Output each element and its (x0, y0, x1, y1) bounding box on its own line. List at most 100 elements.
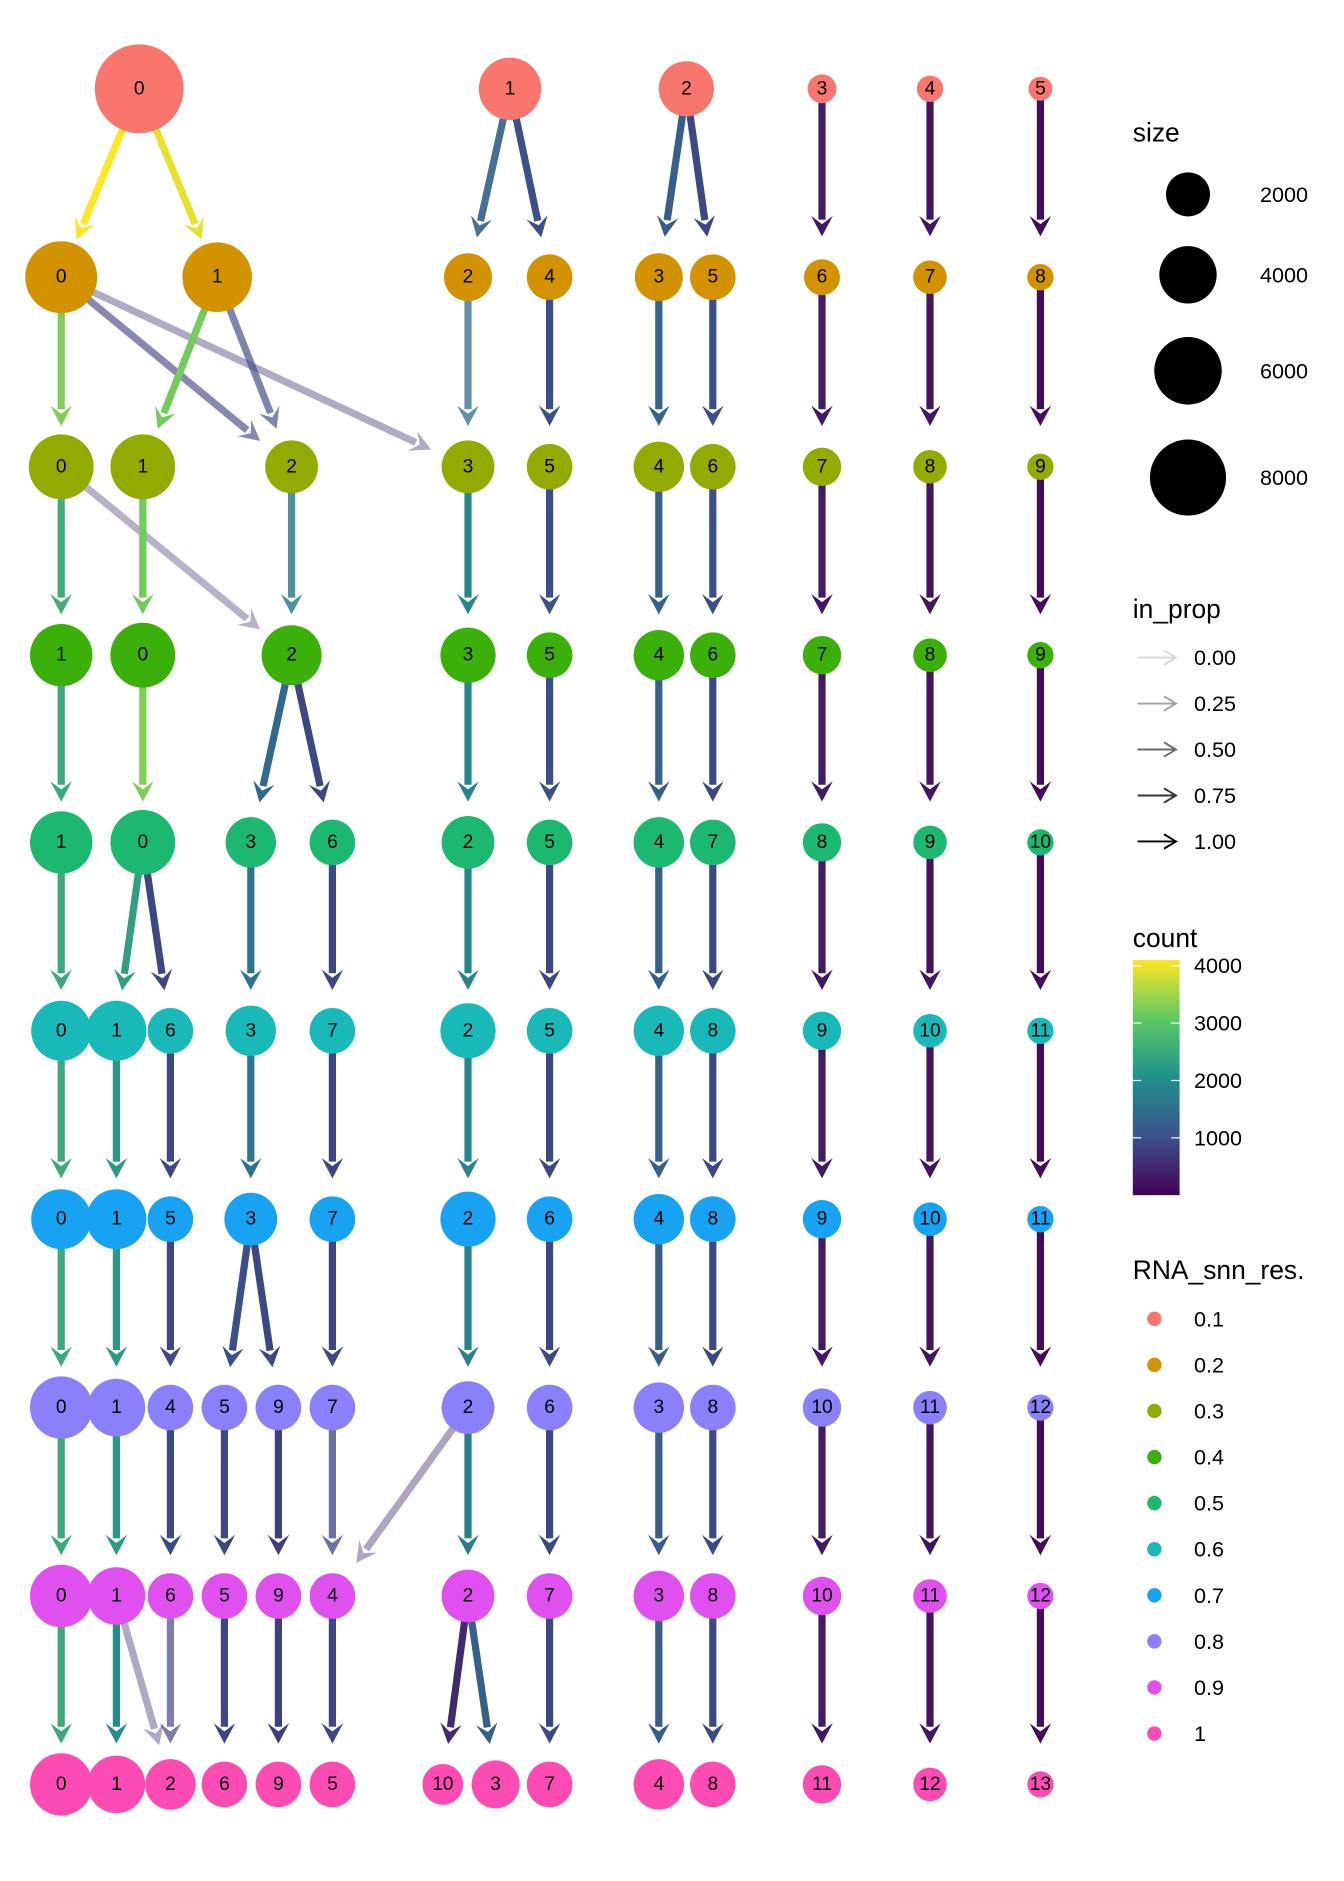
node-label: 1 (212, 267, 223, 288)
cluster-node: 1 (86, 1000, 147, 1061)
node-label: 5 (219, 1397, 230, 1418)
node-label: 9 (1035, 645, 1046, 666)
cluster-node: 9 (802, 1011, 842, 1050)
node-label: 3 (653, 1586, 664, 1607)
size-key-circle (1159, 246, 1217, 304)
cluster-node: 1 (87, 1378, 146, 1437)
node-label: 4 (653, 645, 664, 666)
count-tick-label: 1000 (1194, 1125, 1242, 1150)
cluster-node: 8 (689, 1007, 736, 1054)
node-label: 7 (925, 267, 936, 288)
node-label: 9 (925, 832, 936, 853)
node-label: 2 (463, 832, 474, 853)
node-label: 3 (817, 78, 828, 99)
cluster-node: 0 (110, 622, 176, 688)
cluster-node: 4 (633, 1005, 685, 1057)
node-circle (633, 1382, 685, 1433)
edge-arrow (1029, 655, 1052, 802)
node-label: 2 (286, 456, 297, 477)
node-circle (86, 1189, 147, 1250)
cluster-node: 7 (689, 819, 736, 866)
node-circle (444, 253, 492, 302)
node-circle (255, 1573, 302, 1619)
node-circle (94, 44, 184, 134)
node-label: 4 (544, 267, 555, 288)
node-label: 7 (327, 1397, 338, 1418)
cluster-node: 7 (802, 447, 842, 486)
cluster-node: 0 (30, 1376, 93, 1439)
in-prop-key-arrow (1137, 833, 1178, 850)
node-label: 1 (56, 645, 67, 666)
count-tick-label: 4000 (1194, 953, 1242, 978)
node-circle (689, 632, 736, 679)
edge-arrow (919, 277, 941, 426)
cluster-node: 0 (110, 810, 176, 875)
node-circle (145, 1759, 196, 1810)
cluster-node: 11 (1027, 1017, 1054, 1044)
node-label: 1 (111, 1774, 122, 1795)
node-circle (916, 75, 944, 102)
edge-arrow (1029, 842, 1052, 990)
cluster-node: 4 (633, 1759, 685, 1810)
node-label: 2 (165, 1774, 176, 1795)
node-label: 6 (165, 1020, 176, 1041)
node-circle (526, 1007, 573, 1054)
cluster-node: 9 (913, 825, 947, 860)
node-circle (309, 1007, 356, 1054)
cluster-node: 3 (634, 253, 683, 302)
node-circle (689, 1196, 736, 1243)
node-circle (526, 1384, 573, 1431)
node-circle (201, 1761, 248, 1808)
cluster-node: 8 (913, 638, 947, 672)
node-circle (255, 1761, 302, 1808)
node-label: 8 (925, 456, 936, 477)
node-circle (802, 447, 842, 486)
node-circle (309, 819, 356, 866)
node-circle (28, 434, 94, 500)
cluster-node: 9 (255, 1761, 302, 1808)
node-label: 8 (925, 645, 936, 666)
node-circle (802, 1576, 842, 1616)
count-colorbar (1132, 960, 1180, 1196)
node-label: 8 (817, 832, 828, 853)
node-label: 0 (56, 1397, 67, 1418)
count-legend-title: count (1133, 923, 1198, 953)
node-label: 2 (463, 267, 474, 288)
in-prop-key-label: 0.75 (1194, 783, 1236, 808)
cluster-node: 1 (110, 434, 176, 500)
res-key-label: 0.7 (1194, 1583, 1224, 1608)
node-label: 2 (463, 1397, 474, 1418)
cluster-node: 9 (255, 1573, 302, 1619)
cluster-node: 2 (440, 1191, 496, 1247)
node-circle (441, 815, 495, 869)
cluster-node: 7 (309, 1196, 356, 1243)
node-label: 9 (273, 1774, 284, 1795)
node-circle (110, 810, 176, 875)
cluster-node: 12 (913, 1767, 947, 1802)
node-label: 6 (544, 1209, 555, 1230)
cluster-node: 7 (913, 260, 947, 294)
node-circle (110, 434, 176, 500)
cluster-node: 1 (87, 1567, 146, 1625)
node-label: 0 (137, 832, 148, 853)
cluster-node: 8 (1027, 264, 1054, 291)
cluster-node: 2 (261, 625, 322, 686)
node-circle (526, 1196, 573, 1243)
node-circle (147, 1196, 194, 1243)
node-circle (309, 1761, 356, 1808)
node-label: 5 (544, 1020, 555, 1041)
in-prop-key-label: 0.00 (1194, 645, 1236, 670)
res-key-label: 0.2 (1194, 1352, 1224, 1377)
node-circle (802, 1200, 842, 1239)
cluster-node: 7 (309, 1384, 356, 1431)
cluster-node: 0 (30, 1753, 93, 1816)
node-circle (689, 819, 736, 866)
cluster-node: 5 (309, 1761, 356, 1808)
node-circle (526, 1573, 573, 1619)
node-circle (30, 1376, 93, 1439)
res-key-label: 0.3 (1194, 1398, 1224, 1423)
node-label: 1 (111, 1209, 122, 1230)
node-circle (802, 1765, 842, 1804)
size-key-label: 8000 (1260, 465, 1308, 490)
edge-arrow (811, 1030, 833, 1179)
